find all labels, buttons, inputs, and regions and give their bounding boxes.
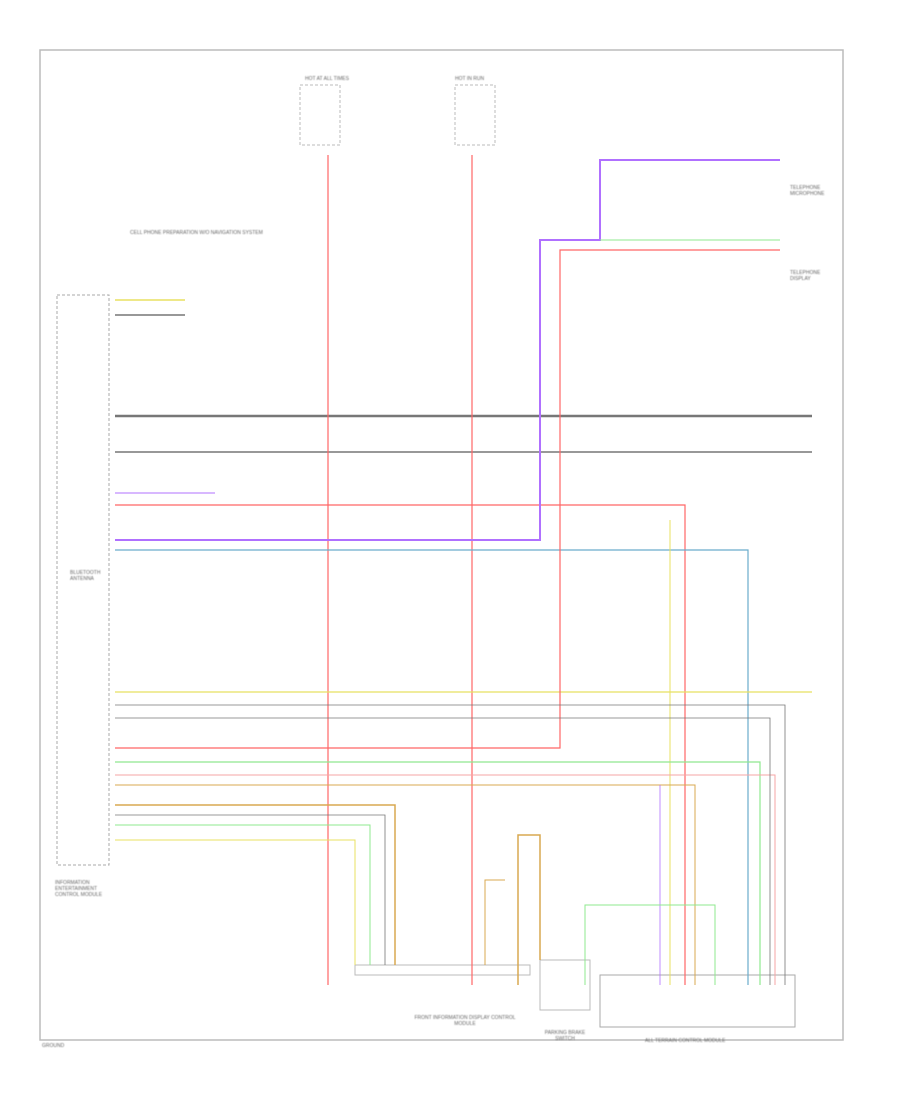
wire-yellow-18 [115, 839, 356, 965]
left-module-label: BLUETOOTH ANTENNA [70, 570, 101, 582]
wire-green-19 [584, 904, 716, 985]
wire-blue-6 [115, 549, 749, 985]
wire-red-9 [115, 249, 780, 749]
fuse-box-left [299, 84, 341, 146]
wire-tan-13 [115, 784, 696, 985]
fuse-left-label: HOT AT ALL TIMES [305, 76, 349, 82]
wire-gray-22 [115, 704, 786, 985]
wire-tan-20 [517, 834, 541, 985]
fuse-right-label: HOT IN RUN [455, 76, 485, 82]
left-module-title: INFORMATION ENTERTAINMENT CONTROL MODULE [55, 880, 103, 898]
wire-gray-16 [115, 814, 386, 965]
wire-tan-21 [484, 879, 505, 965]
left-module-box [56, 294, 110, 866]
wire-pink-12 [115, 774, 776, 985]
park-switch-box [539, 959, 591, 1011]
bottom-right-module-label: ALL TERRAIN CONTROL MODULE [645, 1038, 726, 1044]
wire-purple-5 [115, 159, 780, 541]
footer-label: GROUND [42, 1043, 65, 1049]
bottom-right-module-box [599, 974, 796, 1028]
front-module-label: FRONT INFORMATION DISPLAY CONTROL MODULE [414, 1015, 516, 1027]
wire-tan-15 [115, 804, 396, 965]
front-module-connector [354, 964, 531, 976]
display-label: TELEPHONE DISPLAY [790, 270, 821, 282]
park-switch-label: PARKING BRAKE SWITCH [544, 1030, 586, 1042]
wire-green-17 [115, 824, 371, 965]
wire-red-4 [115, 504, 686, 985]
microphone-label: TELEPHONE MICROPHONE [790, 185, 825, 197]
wire-green-10 [115, 761, 761, 985]
fuse-box-right [454, 84, 496, 146]
diagram-border [39, 49, 844, 1041]
note-label: CELL PHONE PREPARATION W/O NAVIGATION SY… [130, 230, 263, 236]
wire-gray-23 [115, 717, 771, 985]
